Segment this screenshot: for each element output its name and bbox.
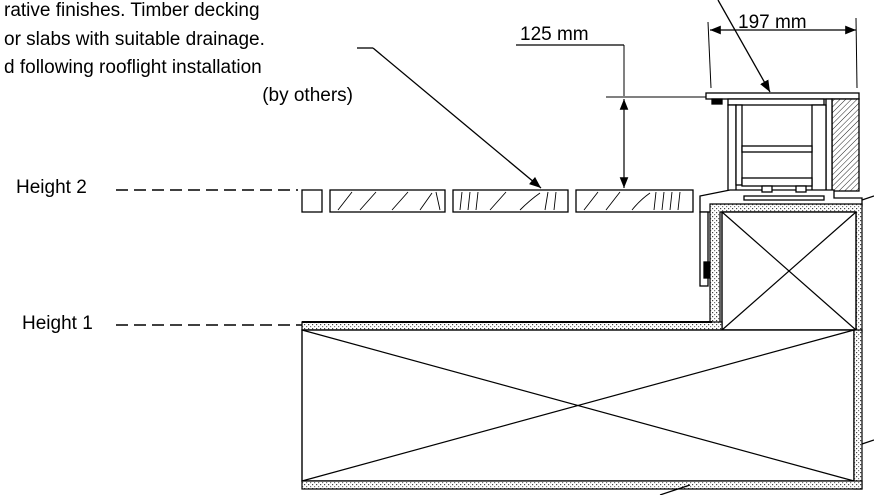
decking-end-block xyxy=(301,189,323,213)
note-line-4: (by others) xyxy=(262,85,353,106)
dimension-125: 125 mm xyxy=(516,24,707,188)
timber-decking xyxy=(301,189,694,213)
note-line-3: d following rooflight installation xyxy=(4,57,262,78)
decking-board-1 xyxy=(329,189,446,213)
height-1-label: Height 1 xyxy=(22,313,93,334)
roof-structure xyxy=(301,329,863,490)
glazing-unit xyxy=(705,92,860,100)
level-height-2: Height 2 xyxy=(16,177,298,198)
dimension-125-label: 125 mm xyxy=(520,24,589,45)
waterproofing-membrane xyxy=(301,321,723,331)
timber-kerb xyxy=(709,203,863,333)
rooflight-frame xyxy=(699,92,863,287)
height-2-label: Height 2 xyxy=(16,177,87,198)
kerb-leader-stub xyxy=(861,195,874,201)
glazing-leader xyxy=(717,0,771,93)
note-line-1: rative finishes. Timber decking xyxy=(4,0,260,21)
note-leader xyxy=(357,47,542,189)
level-height-1: Height 1 xyxy=(22,313,302,334)
decking-board-2 xyxy=(452,189,569,213)
soffit-leader-stub xyxy=(659,484,691,495)
dimension-197: 197 mm xyxy=(707,12,858,89)
decking-board-3 xyxy=(575,189,694,213)
finishes-note: rative finishes. Timber decking or slabs… xyxy=(4,0,353,106)
insulated-panel xyxy=(831,98,860,192)
wall-leader-stub xyxy=(861,439,874,445)
note-line-2: or slabs with suitable drainage. xyxy=(4,29,265,50)
